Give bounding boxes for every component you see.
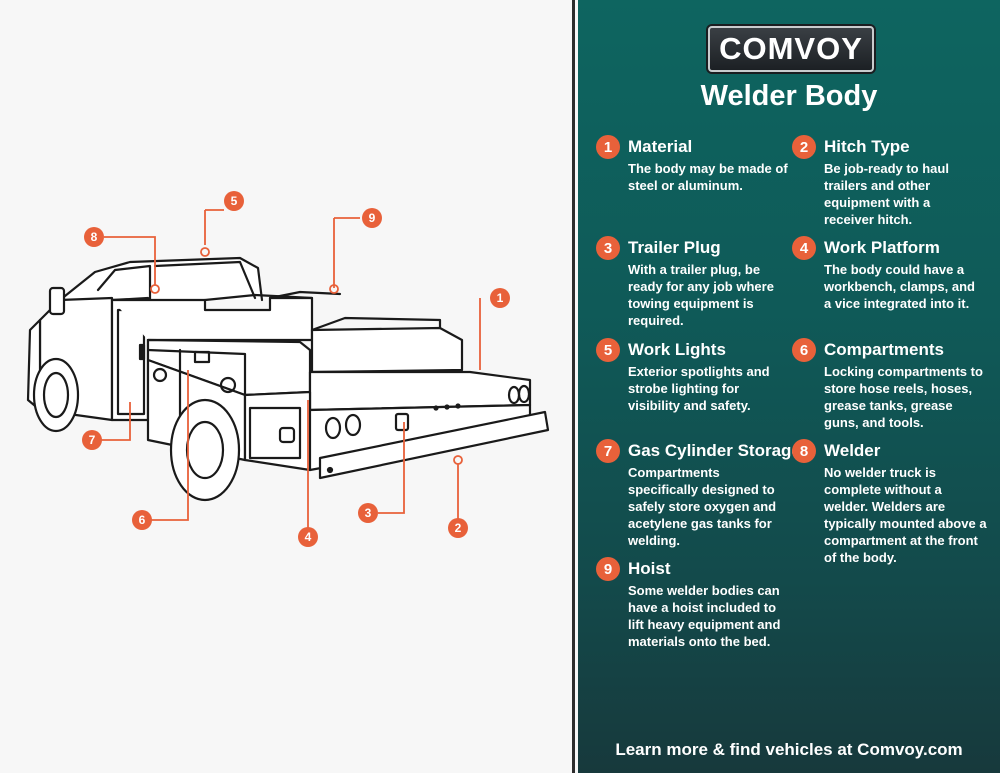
callout-3: 3 <box>358 503 378 523</box>
num-badge: 6 <box>792 338 816 362</box>
num-badge: 8 <box>792 439 816 463</box>
panel-divider <box>572 0 575 773</box>
item-desc: Some welder bodies can have a hoist incl… <box>628 583 781 649</box>
item-desc: The body could have a workbench, clamps,… <box>824 262 975 311</box>
item-gas-cylinder-storage: 7 Gas Cylinder Storage Compartments speci… <box>596 439 801 549</box>
callout-9: 9 <box>362 208 382 228</box>
item-hitch-type: 2 Hitch Type Be job-ready to haul trailer… <box>792 135 992 228</box>
num-badge: 4 <box>792 236 816 260</box>
welder-truck-illustration <box>26 209 550 537</box>
num-badge: 9 <box>596 557 620 581</box>
item-desc: Locking compartments to store hose reels… <box>824 364 983 430</box>
item-welder: 8 Welder No welder truck is complete with… <box>792 439 992 566</box>
callout-4: 4 <box>298 527 318 547</box>
illustration-panel: 1 2 3 4 5 6 7 8 9 <box>26 191 550 547</box>
comvoy-logo: COMVOY <box>708 26 874 72</box>
item-desc: Be job-ready to haul trailers and other … <box>824 161 949 227</box>
callout-1: 1 <box>490 288 510 308</box>
item-title: Hitch Type <box>824 137 910 156</box>
item-trailer-plug: 3 Trailer Plug With a trailer plug, be re… <box>596 236 796 329</box>
num-badge: 7 <box>596 439 620 463</box>
item-desc: With a trailer plug, be ready for any jo… <box>628 262 774 328</box>
callout-8: 8 <box>84 227 104 247</box>
callout-6: 6 <box>132 510 152 530</box>
item-compartments: 6 Compartments Locking compartments to st… <box>792 338 992 431</box>
item-title: Welder <box>824 441 881 460</box>
item-desc: Exterior spotlights and strobe lighting … <box>628 364 770 413</box>
callout-2: 2 <box>448 518 468 538</box>
item-work-platform: 4 Work Platform The body could have a wor… <box>792 236 992 312</box>
num-badge: 5 <box>596 338 620 362</box>
logo-text: COMVOY <box>719 31 863 66</box>
item-material: 1 Material The body may be made of steel … <box>596 135 796 194</box>
num-badge: 2 <box>792 135 816 159</box>
info-panel: COMVOY Welder Body 1 Material The body ma… <box>578 0 1000 773</box>
num-badge: 3 <box>596 236 620 260</box>
item-desc: The body may be made of steel or aluminu… <box>628 161 788 193</box>
item-title: Gas Cylinder Storage <box>628 441 801 460</box>
footer-cta[interactable]: Learn more & find vehicles at Comvoy.com <box>615 740 963 759</box>
item-title: Material <box>628 137 693 156</box>
item-desc: No welder truck is complete without a we… <box>824 465 987 565</box>
page-title: Welder Body <box>700 80 878 112</box>
callout-7: 7 <box>82 430 102 450</box>
item-work-lights: 5 Work Lights Exterior spotlights and str… <box>596 338 796 414</box>
item-desc: Compartments specifically designed to sa… <box>628 465 777 548</box>
item-title: Work Lights <box>628 340 726 359</box>
num-badge: 1 <box>596 135 620 159</box>
item-hoist: 9 Hoist Some welder bodies can have a hoi… <box>596 557 796 650</box>
item-title: Trailer Plug <box>628 238 721 257</box>
callout-5: 5 <box>224 191 244 211</box>
item-title: Compartments <box>824 340 944 359</box>
item-title: Work Platform <box>824 238 940 257</box>
item-title: Hoist <box>628 559 671 578</box>
